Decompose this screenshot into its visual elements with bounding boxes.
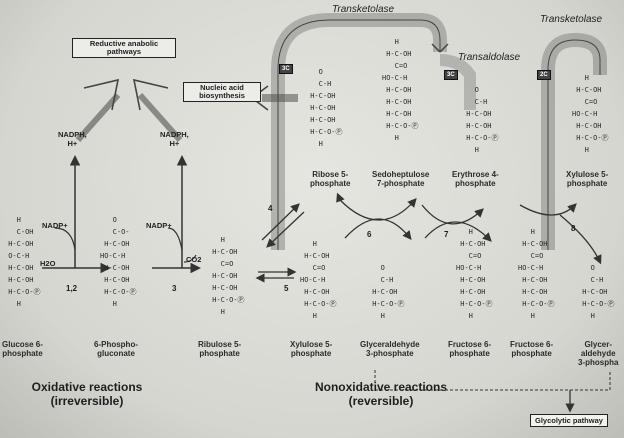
glycolytic-pathway-box: Glycolytic pathway — [530, 414, 608, 427]
xylulose-5-phosphate-structure-bottom: H H-C-OH C=O HO-C-H H-C-OH H-C-O-Ⓟ H — [300, 240, 337, 320]
step-5: 5 — [284, 284, 289, 293]
carbon-badge-3: 2C — [537, 70, 551, 80]
step-7: 7 — [444, 230, 449, 239]
glucose-6-phosphate-structure: H C-OH H-C-OH O-C-H H-C-OH H-C-OH H-C-O-… — [8, 216, 41, 308]
nadph-2: NADPH, H+ — [160, 130, 189, 148]
label-erythrose-4-phosphate: Erythrose 4- phosphate — [452, 170, 499, 188]
oxidative-reactions-heading: Oxidative reactions (irreversible) — [31, 380, 143, 408]
nadph-1: NADPH, H+ — [58, 130, 87, 148]
step-4: 4 — [268, 204, 273, 213]
glyceraldehyde-3-phosphate-structure-right: O C-H H-C-OH H-C-O-Ⓟ H — [582, 264, 615, 320]
reductive-pathways-box: Reductive anabolic pathways — [72, 38, 176, 58]
water: H2O — [40, 259, 56, 268]
label-glyceraldehyde-3-phosphate-bottom: Glyceraldehyde 3-phosphate — [360, 340, 420, 358]
label-xylulose-5-phosphate-top: Xylulose 5- phosphate — [566, 170, 609, 188]
nadp-1: NADP+ — [42, 221, 68, 230]
fructose-6-phosphate-structure-a: H H-C-OH C=O HO-C-H H-C-OH H-C-OH H-C-O-… — [456, 228, 493, 320]
step-3: 3 — [172, 284, 177, 293]
step-6: 6 — [367, 230, 372, 239]
nadp-2: NADP+ — [146, 221, 172, 230]
label-6-phosphogluconate: 6-Phospho- gluconate — [94, 340, 138, 358]
transketolase-label-left: Transketolase — [332, 4, 395, 15]
nucleic-acid-box: Nucleic acid biosynthesis — [183, 82, 261, 102]
ribulose-5-phosphate-structure: H H-C-OH C=O H-C-OH H-C-OH H-C-O-Ⓟ H — [212, 236, 245, 316]
label-ribose-5-phosphate: Ribose 5- phosphate — [310, 170, 351, 188]
hollow-arrow-2 — [137, 93, 183, 142]
hollow-arrow-1 — [75, 93, 121, 142]
fructose-6-phosphate-structure-b: H H-C-OH C=O HO-C-H H-C-OH H-C-OH H-C-O-… — [518, 228, 555, 320]
xylulose-5-phosphate-structure-top: H H-C-OH C=O HO-C-H H-C-OH H-C-O-Ⓟ H — [572, 74, 609, 154]
phosphogluconate-structure: O C-O- H-C-OH HO-C-H H-C-OH H-C-OH H-C-O… — [100, 216, 137, 308]
carbon-dioxide: CO2 — [186, 255, 202, 264]
erythrose-4-phosphate-structure: O C-H H-C-OH H-C-OH H-C-O-Ⓟ H — [466, 86, 499, 154]
sedoheptulose-7-phosphate-structure: H H-C-OH C=O HO-C-H H-C-OH H-C-OH H-C-OH… — [382, 38, 419, 142]
step-1-2: 1,2 — [66, 284, 78, 293]
label-xylulose-5-phosphate-bottom: Xylulose 5- phosphate — [290, 340, 333, 358]
label-fructose-6-phosphate-a: Fructose 6- phosphate — [448, 340, 492, 358]
step-8: 8 — [571, 224, 576, 233]
carbon-badge-2: 3C — [444, 70, 458, 80]
label-sedoheptulose-7-phosphate: Sedoheptulose 7-phosphate — [372, 170, 430, 188]
transaldolase-label: Transaldolase — [458, 52, 521, 63]
carbon-badge-1: 3C — [279, 64, 293, 74]
label-fructose-6-phosphate-b: Fructose 6- phosphate — [510, 340, 554, 358]
label-glyceraldehyde-3-phosphate-right: Glycer- aldehyde 3-phospha — [578, 340, 619, 367]
transaldolase-band — [439, 54, 476, 110]
ribose-5-phosphate-structure: O C-H H-C-OH H-C-OH H-C-OH H-C-O-Ⓟ H — [310, 68, 343, 148]
label-ribulose-5-phosphate: Ribulose 5- phosphate — [198, 340, 242, 358]
label-glucose-6-phosphate: Glucose 6- phosphate — [2, 340, 43, 358]
nonoxidative-reactions-heading: Nonoxidative reactions (reversible) — [314, 380, 448, 408]
transketolase-label-right: Transketolase — [540, 14, 603, 25]
glyceraldehyde-3-phosphate-structure-bottom: O C-H H-C-OH H-C-O-Ⓟ H — [372, 264, 405, 320]
